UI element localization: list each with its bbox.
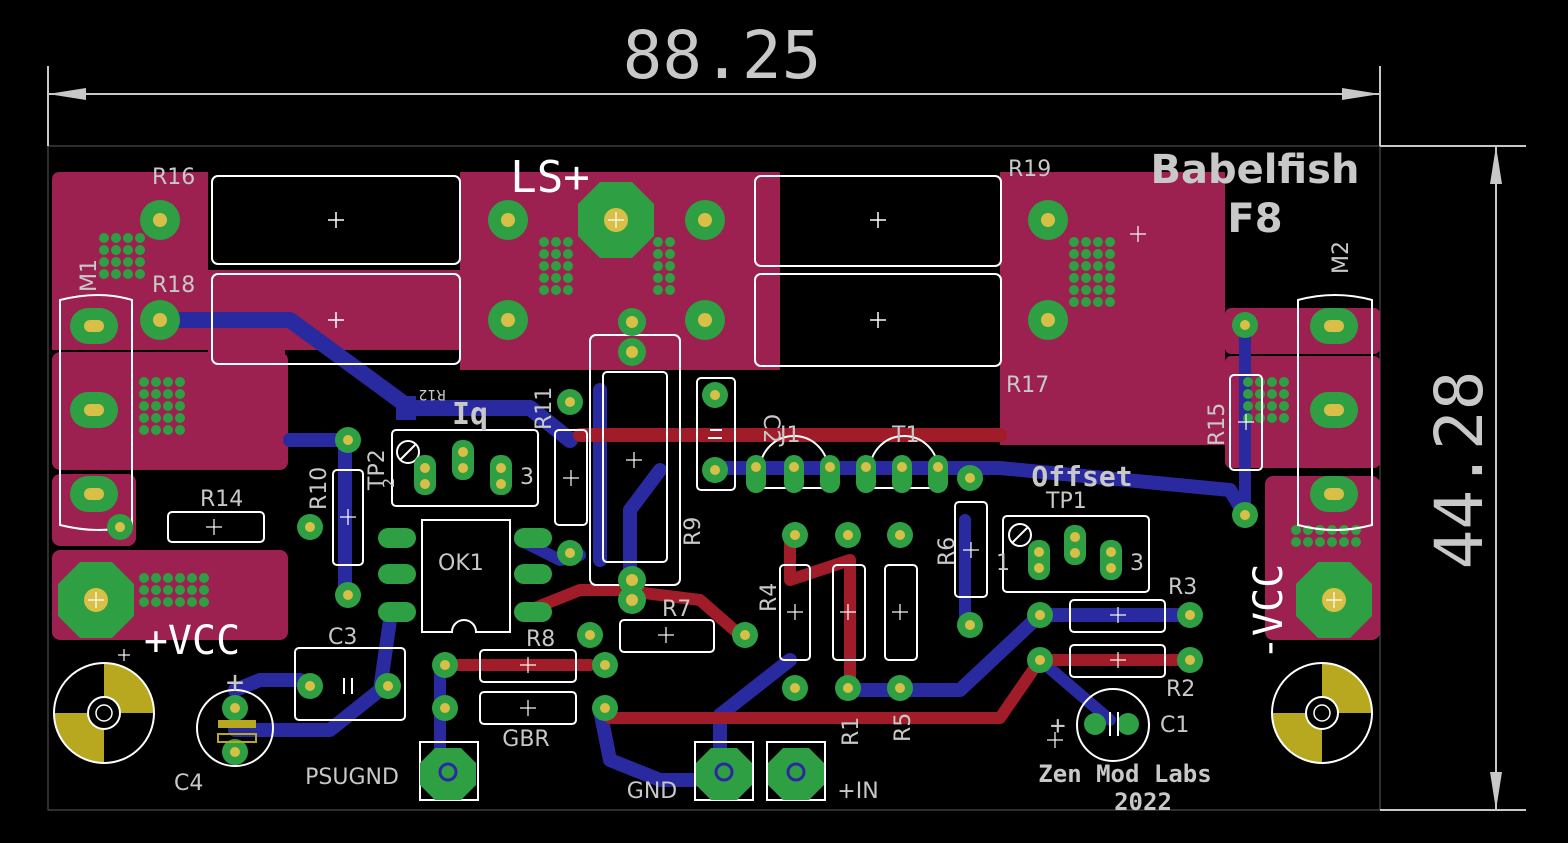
capacitor-symbols <box>343 429 1119 736</box>
label-pin1: 1 <box>996 551 1010 576</box>
label-r11: R11 <box>532 387 557 430</box>
label-c3: C3 <box>328 625 357 650</box>
iq-label: Iq <box>452 397 488 432</box>
vcc-plus-label: +VCC <box>144 618 240 664</box>
label-r14: R14 <box>200 487 243 512</box>
label-r2: R2 <box>1166 677 1195 702</box>
label-r12: R12 <box>418 386 446 402</box>
board-outline <box>47 145 1381 811</box>
label-r1: R1 <box>839 717 864 746</box>
year-label: 2022 <box>1114 788 1172 816</box>
psugnd-label: PSUGND <box>305 765 399 790</box>
in-label: +IN <box>837 779 878 804</box>
mosfet-pads <box>70 308 1358 512</box>
label-c1: C1 <box>1160 713 1189 738</box>
label-r9: R9 <box>681 517 706 546</box>
electrolytic-c4-symbol <box>217 720 257 743</box>
label-r3: R3 <box>1168 575 1197 600</box>
polarity-markers: + + <box>226 665 1066 741</box>
label-j1: J1 <box>778 423 801 448</box>
label-r17: R17 <box>1006 373 1049 398</box>
svg-text:+: + <box>226 665 244 700</box>
label-r15: R15 <box>1205 403 1230 446</box>
label-r4: R4 <box>757 583 782 612</box>
r12-smd-pad <box>396 396 416 420</box>
label-r6: R6 <box>935 537 960 566</box>
gbr-label: GBR <box>502 727 549 752</box>
via-arrays <box>99 233 1361 607</box>
gnd-label: GND <box>627 779 677 804</box>
label-r18: R18 <box>152 273 195 298</box>
label-ok1: OK1 <box>438 551 484 576</box>
center-markers <box>88 212 1342 748</box>
ls-plus-label: LS+ <box>510 152 589 203</box>
label-m1: M1 <box>77 259 102 292</box>
width-dimension-label: 88.25 <box>623 17 822 94</box>
offset-label: Offset <box>1031 460 1132 493</box>
label-r8: R8 <box>526 627 555 652</box>
label-pin3a: 3 <box>520 465 534 490</box>
label-m2: M2 <box>1329 241 1354 274</box>
label-pin3b: 3 <box>1130 551 1144 576</box>
label-c4: C4 <box>174 771 203 796</box>
power-resistors <box>211 175 1002 367</box>
board-title: Babelfish <box>1151 147 1360 193</box>
dimension-lines <box>47 66 1526 811</box>
label-r19: R19 <box>1008 157 1051 182</box>
board-subtitle: F8 <box>1227 196 1282 242</box>
label-r7: R7 <box>662 597 691 622</box>
label-c2: C2 <box>758 414 783 443</box>
designator-labels: R16 R18 R19 R17 R14 R10 R12 R11 R9 R7 R8… <box>77 157 1354 796</box>
height-dimension-label: 44.28 <box>1421 371 1498 570</box>
label-tp2: TP2 <box>365 449 390 491</box>
label-r16: R16 <box>152 165 195 190</box>
mounting-holes <box>53 662 1373 764</box>
trimmer-symbols <box>396 440 1032 547</box>
label-r10: R10 <box>307 467 332 510</box>
maker-label: Zen Mod Labs <box>1038 760 1211 788</box>
vcc-minus-label: -VCC <box>1246 564 1292 660</box>
label-pin2: 2 <box>379 478 398 488</box>
label-tp1: TP1 <box>1045 489 1087 514</box>
large-pads <box>58 182 1372 800</box>
through-hole-pads <box>107 200 1258 765</box>
label-t1: T1 <box>891 423 919 448</box>
label-r5: R5 <box>891 713 916 742</box>
svg-text:+: + <box>1050 711 1066 741</box>
